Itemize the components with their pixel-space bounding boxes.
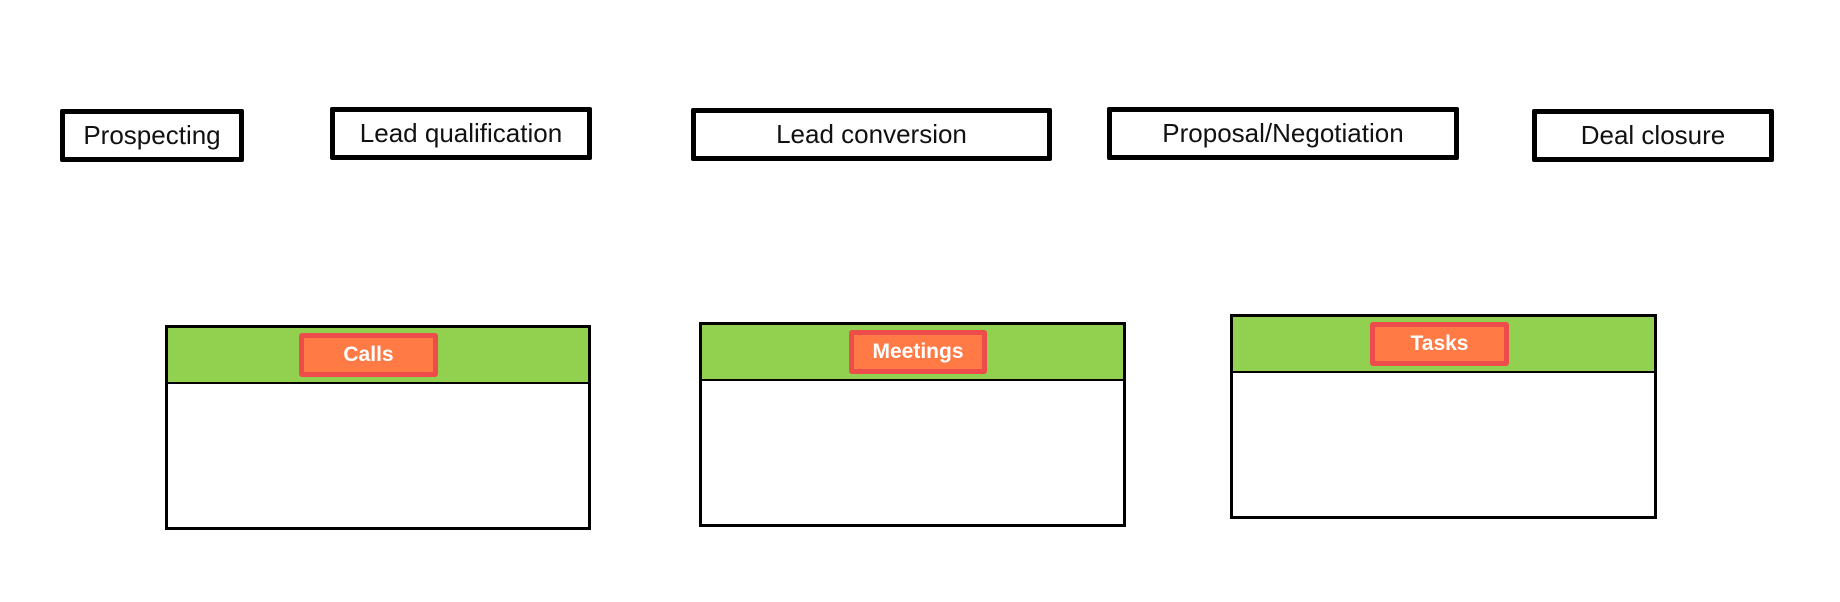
calls-label: Calls <box>299 333 438 377</box>
stage-label: Lead qualification <box>359 118 563 148</box>
tasks-label: Tasks <box>1370 322 1509 366</box>
stage-prospecting: Prospecting <box>60 109 244 162</box>
stage-label: Proposal/Negotiation <box>1162 118 1404 148</box>
stage-label: Deal closure <box>1580 120 1726 150</box>
activity-card-calls: Calls <box>165 325 591 530</box>
card-label-text: Calls <box>343 343 394 366</box>
stage-label: Lead conversion <box>776 119 967 149</box>
meetings-label: Meetings <box>849 330 987 374</box>
stage-deal-closure: Deal closure <box>1532 109 1774 162</box>
stage-lead-qualification: Lead qualification <box>330 107 592 160</box>
activity-card-meetings: Meetings <box>699 322 1126 527</box>
card-label-text: Tasks <box>1410 332 1469 355</box>
stage-lead-conversion: Lead conversion <box>691 108 1052 161</box>
stage-proposal-negotiation: Proposal/Negotiation <box>1107 107 1459 160</box>
activity-card-tasks: Tasks <box>1230 314 1657 519</box>
card-label-text: Meetings <box>872 340 964 363</box>
stage-label: Prospecting <box>83 120 221 150</box>
